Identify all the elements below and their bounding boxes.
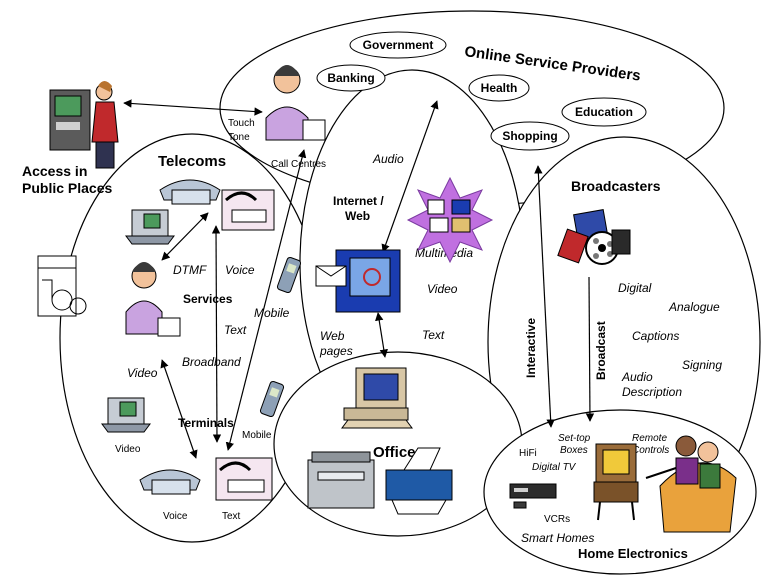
label-audio-description-2: Description — [622, 385, 682, 399]
title-access-public-2: Public Places — [22, 180, 112, 196]
label-digital-tv: Digital TV — [532, 462, 577, 473]
title-internet-web-1: Internet / — [333, 194, 384, 208]
label-smart-homes: Smart Homes — [521, 531, 594, 545]
label-touch-tone-1: Touch — [228, 118, 255, 129]
pill-education: Education — [561, 97, 647, 127]
title-office: Office — [373, 444, 416, 461]
telephone-icon — [159, 179, 221, 205]
label-interactive: Interactive — [524, 318, 538, 378]
label-touch-tone-2: Tone — [228, 132, 250, 143]
arrow-video-broadband — [160, 359, 198, 459]
label-broadband: Broadband — [182, 355, 241, 369]
label-terminals: Terminals — [178, 416, 234, 430]
tv-icon — [593, 443, 639, 521]
label-video-web: Video — [427, 282, 458, 296]
mobile-phone-icon — [276, 256, 302, 294]
telecom-agent-icon — [125, 262, 181, 337]
label-video: Video — [127, 366, 158, 380]
label-settop-2: Boxes — [560, 445, 588, 456]
telephone-icon-2 — [139, 469, 201, 495]
label-audio-description-1: Audio — [621, 370, 653, 384]
label-video-small: Video — [115, 444, 141, 455]
elderly-viewers-icon — [645, 435, 737, 533]
pill-government-label: Government — [363, 38, 434, 52]
label-remote-1: Remote — [632, 433, 667, 444]
pill-government: Government — [349, 31, 447, 59]
label-text-small: Text — [222, 511, 241, 522]
copier-icon — [307, 451, 375, 509]
computer-email-icon — [315, 249, 401, 313]
label-text-web: Text — [422, 328, 445, 342]
label-call-centres: Call Centres — [271, 159, 326, 170]
label-audio: Audio — [372, 152, 404, 166]
label-web-pages-2: pages — [319, 344, 353, 358]
label-multimedia: Multimedia — [415, 246, 473, 260]
pill-education-label: Education — [575, 105, 633, 119]
arrow-voice-text — [211, 225, 222, 443]
label-vcrs: VCRs — [544, 514, 570, 525]
call-centre-agent-icon — [265, 65, 326, 141]
label-captions: Captions — [632, 329, 679, 343]
label-text-tel: Text — [224, 323, 247, 337]
arrow-internet-office — [375, 312, 388, 358]
videophone-icon — [125, 209, 175, 245]
pill-banking: Banking — [316, 64, 386, 92]
phone-booth-icon — [37, 255, 87, 317]
label-voice-small: Voice — [163, 511, 188, 522]
film-reel-icon — [557, 209, 631, 265]
pill-shopping-label: Shopping — [502, 129, 557, 143]
title-telecoms: Telecoms — [158, 153, 226, 170]
title-broadcasters: Broadcasters — [571, 178, 661, 194]
label-digital: Digital — [618, 281, 652, 295]
arrow-callcentre-mobile — [225, 149, 307, 451]
multimedia-icon — [406, 176, 494, 264]
arrow-broadcast — [585, 276, 595, 422]
arrow-atm-callcentre — [123, 99, 263, 116]
pill-shopping: Shopping — [490, 121, 570, 151]
office-computer-icon — [341, 367, 413, 429]
mobile-phone-icon-2 — [259, 380, 285, 418]
label-dtmf: DTMF — [173, 263, 207, 277]
text-phone-icon-2 — [215, 457, 273, 501]
label-analogue: Analogue — [668, 300, 720, 314]
label-mobile-small: Mobile — [242, 430, 272, 441]
title-home-electronics: Home Electronics — [578, 546, 688, 561]
label-mobile: Mobile — [254, 306, 290, 320]
printer-icon — [385, 447, 453, 515]
atm-user-icon — [49, 81, 119, 169]
label-services: Services — [183, 292, 233, 306]
pill-health: Health — [468, 74, 530, 102]
label-signing: Signing — [682, 358, 722, 372]
label-web-pages-1: Web — [320, 329, 345, 343]
title-internet-web-2: Web — [345, 209, 370, 223]
label-remote-2: Controls — [632, 445, 669, 456]
label-hifi: HiFi — [519, 448, 537, 459]
pill-health-label: Health — [481, 81, 518, 95]
videophone-icon-2 — [101, 397, 151, 433]
label-settop-1: Set-top — [558, 433, 591, 444]
arrow-interactive — [534, 165, 555, 428]
label-voice: Voice — [225, 263, 255, 277]
arrow-dtmf — [161, 212, 209, 261]
text-phone-icon — [221, 189, 275, 231]
title-access-public-1: Access in — [22, 163, 87, 179]
arrow-internet-audio — [381, 100, 439, 253]
label-broadcast: Broadcast — [594, 321, 608, 380]
pill-banking-label: Banking — [327, 71, 374, 85]
vcr-icon — [509, 483, 557, 509]
